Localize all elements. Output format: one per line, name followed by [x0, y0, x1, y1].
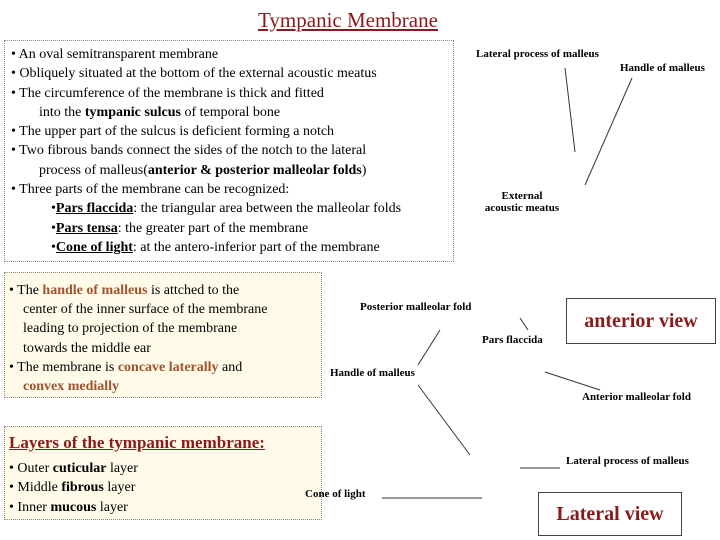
line-4: into the tympanic sulcus of temporal bon…: [39, 104, 281, 120]
label-handle-mid: Handle of malleus: [330, 367, 415, 379]
line-11: •Cone of light: at the antero-inferior p…: [51, 239, 380, 255]
label-pars-flaccida: Pars flaccida: [482, 334, 543, 346]
anterior-view-label: anterior view: [566, 298, 716, 344]
layers-panel: Layers of the tympanic membrane: • Outer…: [4, 426, 322, 520]
description-panel: • An oval semitransparent membrane • Obl…: [4, 40, 454, 262]
line-7: process of malleus(anterior & posterior …: [39, 162, 367, 178]
box2-line-1: • The handle of malleus is attched to th…: [9, 283, 240, 298]
box2-line-4: towards the middle ear: [23, 340, 151, 356]
layer-outer: • Outer cuticular layer: [9, 461, 138, 476]
label-lateral-process-bottom: Lateral process of malleus: [566, 455, 689, 467]
leader-pars-flaccida: [519, 317, 529, 331]
box2-line-3: leading to projection of the membrane: [23, 321, 238, 337]
leader-anterior-fold: [544, 371, 601, 391]
layer-middle: • Middle fibrous layer: [9, 480, 136, 496]
leader-lateral-process-top: [564, 67, 576, 153]
box2-line-2: center of the inner surface of the membr…: [23, 302, 268, 318]
line-9: •Pars flaccida: the triangular area betw…: [51, 201, 402, 217]
label-cone-of-light: Cone of light: [305, 488, 366, 500]
line-2: • Obliquely situated at the bottom of th…: [11, 66, 377, 82]
line-3: • The circumference of the membrane is t…: [11, 85, 324, 101]
box2-line-6: convex medially: [23, 379, 120, 395]
layers-heading: Layers of the tympanic membrane:: [9, 433, 265, 452]
label-anterior-fold: Anterior malleolar fold: [582, 391, 691, 403]
leader-posterior-fold: [417, 329, 441, 366]
leader-handle-top: [584, 77, 633, 186]
line-10: •Pars tensa: the greater part of the mem…: [51, 220, 309, 236]
label-posterior-fold: Posterior malleolar fold: [360, 301, 472, 313]
lateral-view-label: Lateral view: [538, 492, 682, 536]
line-1: • An oval semitransparent membrane: [11, 47, 219, 62]
label-external-meatus: External acoustic meatus: [484, 190, 560, 214]
line-5: • The upper part of the sulcus is defici…: [11, 124, 335, 140]
page-title: Tympanic Membrane: [258, 8, 438, 32]
malleus-panel: • The handle of malleus is attched to th…: [4, 272, 322, 398]
line-6: • Two fibrous bands connect the sides of…: [11, 143, 367, 159]
leader-handle-mid: [417, 384, 471, 456]
layer-inner: • Inner mucous layer: [9, 499, 128, 515]
line-8: • Three parts of the membrane can be rec…: [11, 182, 290, 198]
label-handle-top: Handle of malleus: [620, 62, 705, 74]
box2-line-5: • The membrane is concave laterally and: [9, 359, 243, 375]
label-lateral-process-top: Lateral process of malleus: [476, 48, 599, 60]
